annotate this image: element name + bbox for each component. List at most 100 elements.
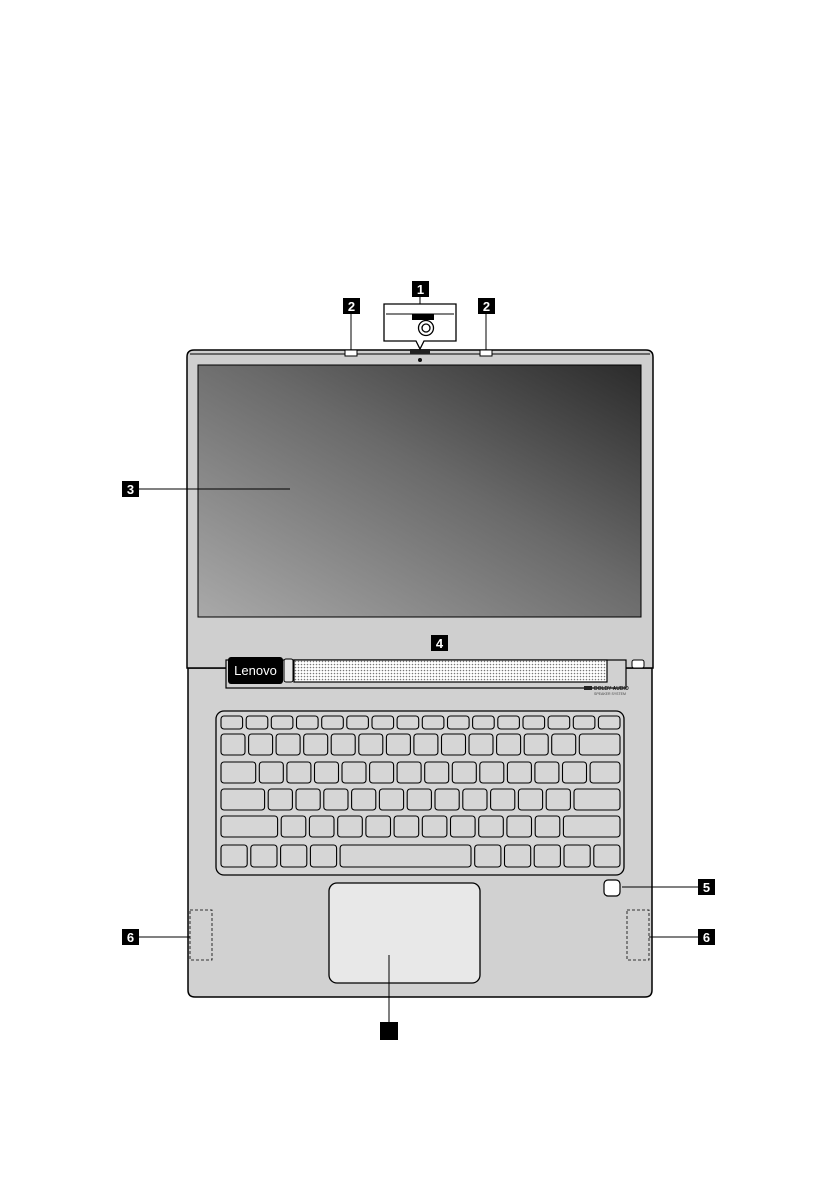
keyboard-key (497, 734, 521, 755)
keyboard-key (281, 845, 307, 867)
keyboard-key (331, 734, 355, 755)
keyboard-key (287, 762, 311, 783)
keyboard-key (563, 762, 587, 783)
camera-shutter-icon (412, 314, 434, 320)
keyboard-key (590, 762, 620, 783)
keyboard-key (548, 716, 570, 729)
fingerprint-reader-icon (604, 880, 620, 896)
display-screen (198, 365, 641, 617)
keyboard-key (246, 716, 268, 729)
callout-6-left-label: 6 (127, 930, 134, 945)
callout-4-label: 4 (436, 636, 444, 651)
keyboard-key (564, 845, 590, 867)
keyboard-key (552, 734, 576, 755)
keyboard-key (221, 762, 256, 783)
keyboard-key (535, 762, 559, 783)
keyboard-key (473, 716, 495, 729)
keyboard-key (268, 789, 292, 810)
callout-6-right-label: 6 (703, 930, 710, 945)
callout-2-left: 2 (343, 298, 360, 314)
keyboard-key (338, 816, 363, 837)
keyboard-key (372, 716, 394, 729)
keyboard-key (573, 716, 595, 729)
keyboard-key (304, 734, 328, 755)
keyboard-key (598, 716, 620, 729)
keyboard-key (579, 734, 620, 755)
keyboard-key (397, 716, 419, 729)
keyboard-key (340, 845, 471, 867)
hinge-clip (284, 659, 293, 682)
microphone-right-icon (480, 350, 492, 356)
callout-1-label: 1 (417, 282, 424, 297)
keyboard-key (518, 789, 542, 810)
keyboard-key (322, 716, 344, 729)
keyboard-key (221, 845, 247, 867)
keyboard-key (386, 734, 410, 755)
dolby-subtext: SPEAKER SYSTEM (594, 692, 626, 696)
keyboard-key (249, 734, 273, 755)
keyboard-key (297, 716, 319, 729)
keyboard-key (422, 816, 447, 837)
keyboard-key (397, 762, 421, 783)
display-lid (187, 349, 653, 668)
keyboard-key (451, 816, 476, 837)
keyboard-key (221, 734, 245, 755)
touchpad (329, 883, 480, 983)
keyboard-key (480, 762, 504, 783)
keyboard-key (452, 762, 476, 783)
keyboard-key (221, 789, 265, 810)
speaker-grille-icon (294, 660, 607, 682)
keyboard-key (324, 789, 348, 810)
callout-1: 1 (412, 281, 429, 297)
callout-6-right: 6 (698, 929, 715, 945)
keyboard-key (281, 816, 306, 837)
keyboard-key (347, 716, 369, 729)
camera-inset (384, 304, 456, 349)
keyboard-key (359, 734, 383, 755)
keyboard-key (296, 789, 320, 810)
keyboard-key (524, 734, 548, 755)
keyboard (216, 711, 624, 875)
callout-2-right: 2 (478, 298, 495, 314)
keyboard-key (498, 716, 520, 729)
microphone-left-icon (345, 350, 357, 356)
keyboard-key (546, 789, 570, 810)
keyboard-key (422, 716, 444, 729)
callout-7 (380, 1022, 398, 1040)
camera-icon (418, 358, 422, 362)
keyboard-key (221, 816, 278, 837)
callout-4: 4 (431, 635, 448, 651)
keyboard-key (491, 789, 515, 810)
keyboard-key (563, 816, 620, 837)
keyboard-key (594, 845, 620, 867)
lenovo-logo-text: Lenovo (234, 663, 277, 678)
keyboard-key (479, 816, 504, 837)
keyboard-key (309, 816, 334, 837)
keyboard-key (463, 789, 487, 810)
keyboard-key (442, 734, 466, 755)
keyboard-key (221, 716, 243, 729)
keyboard-key (366, 816, 391, 837)
keyboard-key (534, 845, 560, 867)
keyboard-key (574, 789, 620, 810)
keyboard-key (379, 789, 403, 810)
keyboard-key (425, 762, 449, 783)
callout-5: 5 (698, 879, 715, 895)
keyboard-key (315, 762, 339, 783)
keyboard-key (435, 789, 459, 810)
keyboard-key (251, 845, 277, 867)
keyboard-key (342, 762, 366, 783)
keyboard-key (469, 734, 493, 755)
keyboard-key (310, 845, 336, 867)
keyboard-key (448, 716, 470, 729)
callout-2-left-label: 2 (348, 299, 355, 314)
keyboard-key (414, 734, 438, 755)
callout-6-left: 6 (122, 929, 139, 945)
keyboard-key (535, 816, 560, 837)
keyboard-key (276, 734, 300, 755)
keyboard-key (352, 789, 376, 810)
keyboard-key (505, 845, 531, 867)
keyboard-key (507, 816, 532, 837)
dolby-logo-icon (584, 686, 592, 690)
